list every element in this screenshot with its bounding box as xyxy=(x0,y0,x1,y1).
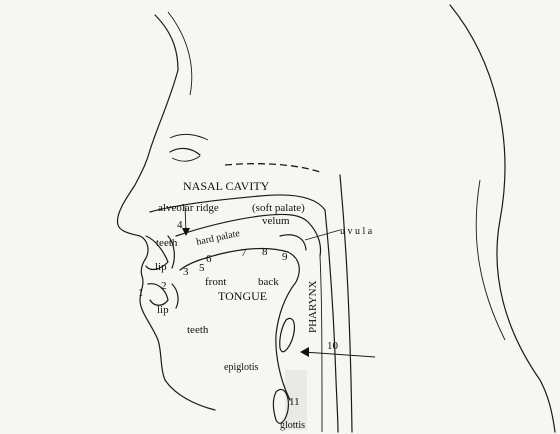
label-tongue: TONGUE xyxy=(218,289,267,303)
label-nasal-cavity: NASAL CAVITY xyxy=(183,179,270,193)
label-teeth-lower: teeth xyxy=(187,324,209,336)
marker-2: 2 xyxy=(161,280,167,292)
marker-3: 3 xyxy=(183,266,189,278)
marker-11: 11 xyxy=(289,396,300,408)
label-alveolar-ridge: alveolar ridge xyxy=(158,202,219,214)
marker-5: 5 xyxy=(199,262,205,274)
label-lip-upper: lip xyxy=(155,261,167,273)
label-uvula: u v u l a xyxy=(340,226,373,237)
marker-8: 8 xyxy=(262,246,268,258)
label-back: back xyxy=(258,276,279,288)
marker-6: 6 xyxy=(206,253,212,265)
label-velum: velum xyxy=(262,215,290,227)
marker-4: 4 xyxy=(177,219,183,231)
label-glottis: glottis xyxy=(280,420,305,431)
marker-10: 10 xyxy=(327,340,339,352)
label-lip-lower: lip xyxy=(157,304,169,316)
label-epiglottis: epiglotis xyxy=(224,362,259,373)
label-pharynx: PHARYNX xyxy=(307,280,319,333)
label-teeth-upper: teeth xyxy=(156,237,178,249)
marker-9: 9 xyxy=(282,251,288,263)
marker-1: 1 xyxy=(138,287,144,299)
label-soft-palate: (soft palate) xyxy=(252,202,305,214)
marker-7: 7 xyxy=(241,247,247,259)
label-front: front xyxy=(205,276,226,288)
